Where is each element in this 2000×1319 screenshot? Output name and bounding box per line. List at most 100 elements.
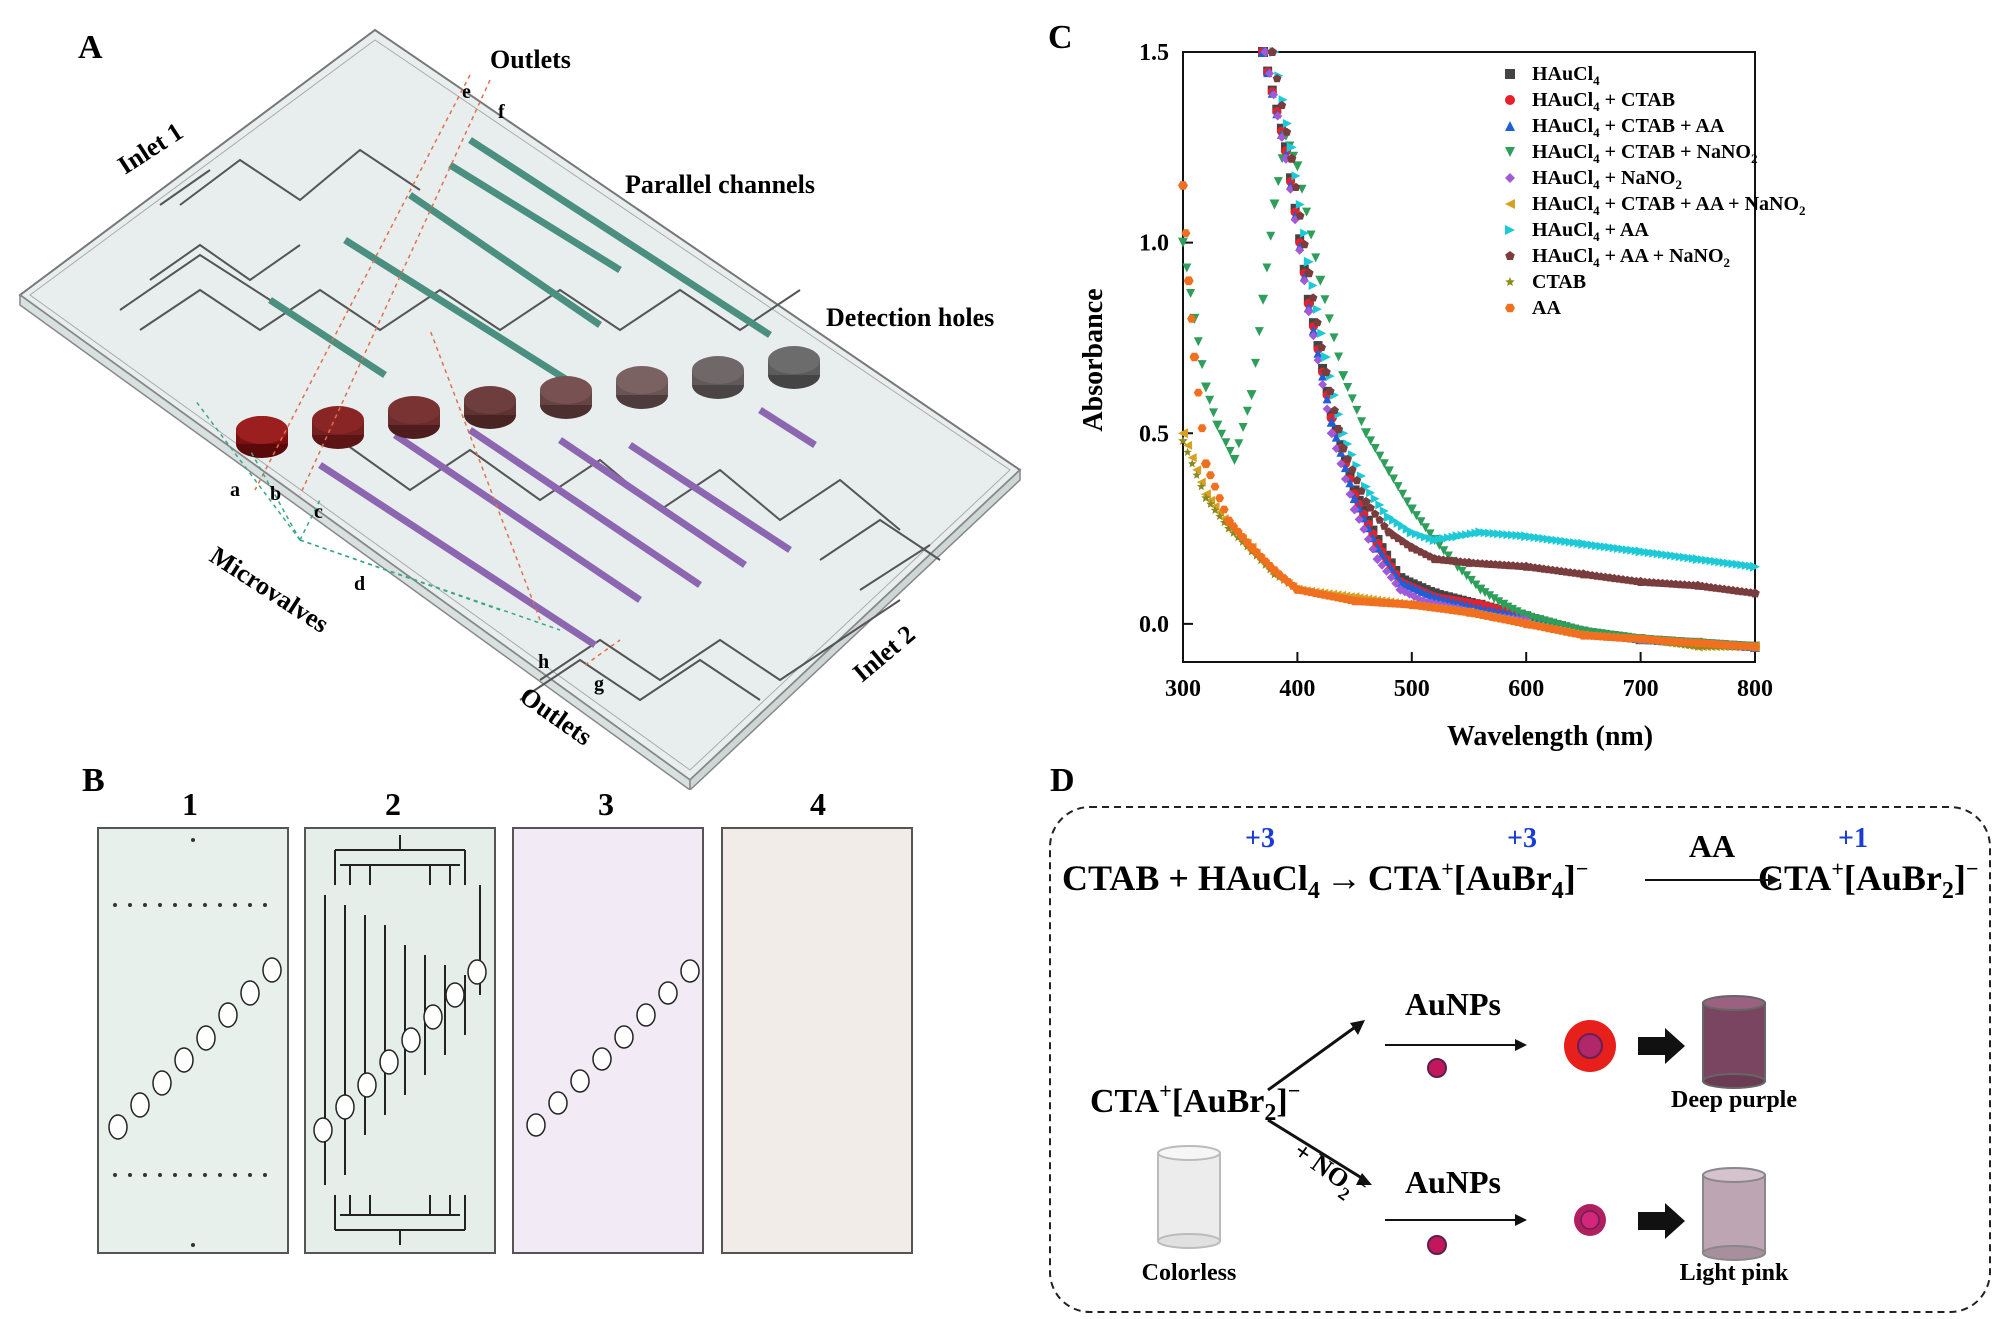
data-point: [1300, 228, 1310, 238]
legend-marker: [1505, 303, 1515, 313]
data-point: [1475, 527, 1486, 538]
layer-3-plate: [512, 827, 704, 1254]
data-point: [1187, 315, 1197, 323]
data-point: [1400, 587, 1410, 597]
data-point: [1296, 211, 1305, 220]
data-point: [1277, 100, 1287, 109]
data-point: [1321, 367, 1331, 377]
panel-a-chip-diagram: A: [18, 28, 1022, 790]
data-point: [1178, 435, 1188, 445]
data-point: [1251, 358, 1260, 368]
data-point: [1443, 533, 1453, 543]
data-point: [1317, 343, 1326, 352]
x-tick-label: 500: [1394, 676, 1430, 702]
detection-hole-5: [540, 376, 592, 419]
chart-points: [1178, 47, 1760, 652]
data-point: [1750, 561, 1760, 572]
data-point: [1439, 546, 1449, 556]
data-point: [1210, 505, 1220, 514]
detection-hole-6: [616, 366, 668, 409]
microvalves-label: Microvalves: [205, 541, 334, 639]
data-point: [1338, 443, 1348, 453]
data-point: [1331, 444, 1341, 453]
data-point: [1178, 237, 1188, 248]
data-point: [1386, 572, 1396, 582]
light-pink-label: Light pink: [1680, 1260, 1789, 1286]
legend-marker: [1505, 147, 1515, 157]
data-point: [1183, 276, 1194, 286]
data-point: [1238, 537, 1247, 546]
data-point: [1393, 518, 1403, 528]
data-point: [1383, 466, 1394, 477]
layer-3-label: 3: [598, 786, 614, 822]
data-point: [1304, 268, 1314, 278]
detection-holes-label: Detection holes: [826, 303, 994, 332]
data-point: [1200, 382, 1211, 393]
data-point: [1498, 529, 1508, 539]
data-point: [1265, 68, 1274, 78]
panel-d-reaction-scheme: D +3 +3 +1 CTAB + HAuCl4→CTA+[AuBr4]− CT…: [1049, 762, 1991, 1313]
data-point: [1489, 529, 1499, 538]
y-tick-label: 0.0: [1139, 612, 1169, 638]
data-point: [1382, 566, 1392, 576]
data-point: [1366, 436, 1376, 446]
data-point: [1254, 327, 1264, 337]
point-c: c: [314, 501, 323, 523]
data-point: [1334, 352, 1344, 362]
data-point: [1291, 171, 1301, 181]
data-point: [1329, 333, 1339, 343]
data-point: [1485, 528, 1495, 538]
data-point: [1349, 504, 1360, 515]
seed-particle-bottom: [1427, 1235, 1447, 1255]
data-point: [1494, 597, 1504, 607]
data-point: [1363, 534, 1373, 544]
data-point: [1258, 294, 1269, 305]
layer-1-label: 1: [182, 786, 198, 822]
data-point: [1308, 293, 1318, 302]
data-point: [1317, 328, 1327, 338]
data-point: [1411, 511, 1421, 521]
legend-marker: [1505, 69, 1515, 79]
series-5: [1178, 428, 1760, 652]
data-point: [1193, 337, 1203, 347]
data-point: [1183, 447, 1192, 456]
data-point: [1379, 506, 1389, 516]
layer-2-label: 2: [385, 786, 401, 822]
scheme-border: [1049, 806, 1991, 1313]
data-point: [1389, 515, 1398, 525]
parallel-channels-label: Parallel channels: [625, 170, 815, 199]
data-point: [1303, 306, 1314, 317]
data-point: [1343, 383, 1353, 392]
mid-species: CTA+[AuBr2]−: [1090, 1078, 1300, 1126]
legend-label: CTAB: [1532, 271, 1586, 293]
data-point: [1345, 489, 1355, 499]
chart-y-label: Absorbance: [1078, 288, 1109, 431]
data-point: [1318, 371, 1328, 381]
data-point: [1421, 523, 1430, 533]
data-point: [1494, 529, 1504, 539]
data-point: [1242, 406, 1252, 416]
data-point: [1212, 420, 1223, 431]
detection-hole-7: [692, 356, 744, 399]
data-point: [1425, 529, 1435, 539]
data-point: [1246, 390, 1257, 401]
data-point: [1380, 521, 1389, 530]
data-point: [1295, 200, 1305, 209]
data-point: [1292, 161, 1303, 172]
data-point: [1395, 584, 1406, 595]
data-point: [1485, 591, 1495, 601]
parallel-channels-lower: [318, 407, 817, 648]
data-point: [1343, 454, 1352, 463]
data-point: [1398, 489, 1408, 499]
data-point: [1349, 493, 1360, 504]
panel-b-letter: B: [82, 762, 105, 799]
legend-label: HAuCl4 + NaNO2: [1532, 167, 1682, 192]
data-point: [1370, 494, 1380, 504]
panel-d-letter: D: [1050, 762, 1075, 799]
data-point: [1210, 482, 1220, 491]
data-point: [1313, 348, 1323, 358]
data-point: [1320, 295, 1330, 305]
legend-marker: [1505, 121, 1515, 131]
